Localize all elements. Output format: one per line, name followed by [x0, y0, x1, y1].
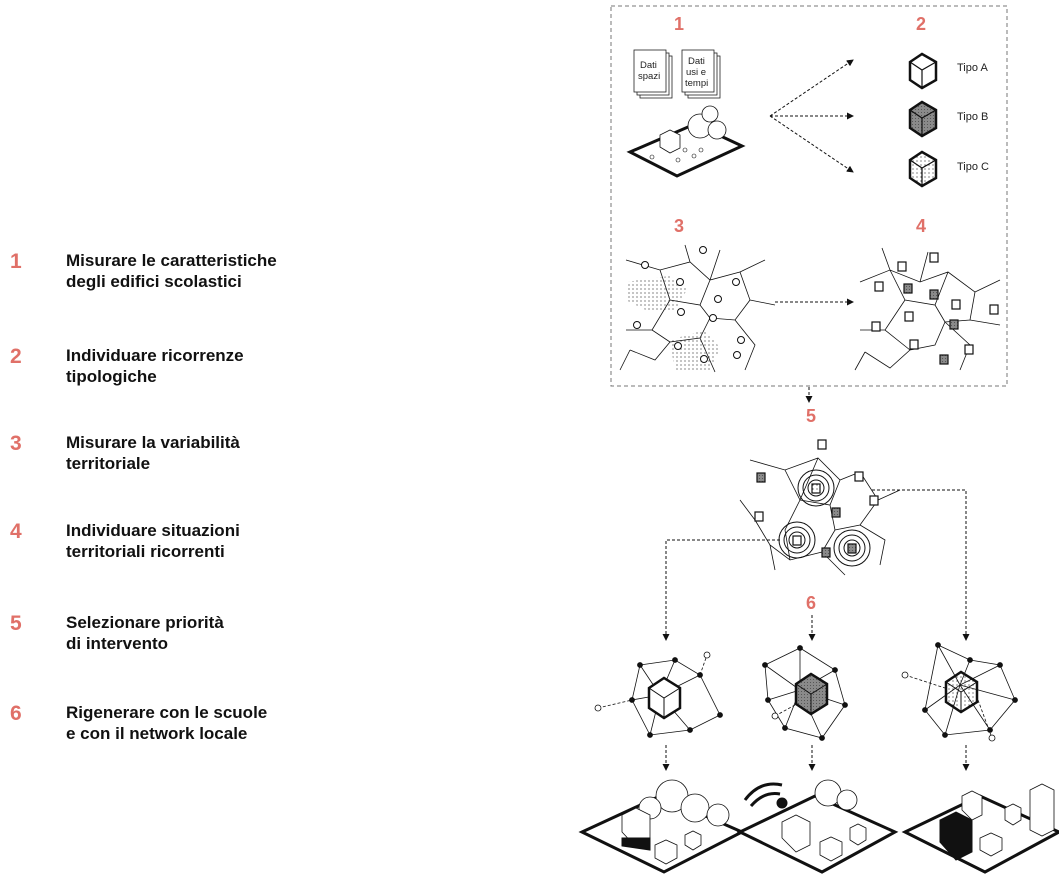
type-a-label: Tipo A	[957, 62, 988, 74]
type-c-icon	[908, 150, 938, 188]
regenerated-site-2	[736, 779, 899, 874]
doc-line: spazi	[638, 71, 660, 82]
school-site-illustration	[626, 105, 746, 178]
doc-line: usi e	[686, 67, 706, 78]
document-dati-spazi: Dati spazi	[633, 49, 673, 99]
doc-line: tempi	[685, 78, 708, 89]
step-line: Misurare le caratteristiche	[66, 251, 277, 270]
step-line: Individuare ricorrenze	[66, 346, 244, 365]
priority-connectors	[662, 489, 970, 641]
step-line: territoriale	[66, 454, 151, 473]
step-number: 2	[10, 345, 22, 368]
step-description: Misurare le caratteristiche degli edific…	[66, 250, 277, 292]
stages-frame	[610, 5, 1008, 387]
step-line: degli edifici scolastici	[66, 272, 242, 291]
regenerated-site-1	[578, 779, 746, 874]
type-c-label: Tipo C	[957, 161, 989, 173]
doc-line: Dati	[688, 56, 705, 67]
step-line: Misurare la variabilità	[66, 433, 240, 452]
type-b-label: Tipo B	[957, 111, 988, 123]
priority-map	[739, 439, 901, 576]
step-number: 6	[10, 702, 22, 725]
type-a-icon	[908, 52, 938, 90]
document-dati-usi-tempi: Dati usi e tempi	[681, 49, 721, 99]
network-3	[901, 642, 1018, 742]
process-diagram: 1 2 3 4 5 6 Dati spazi Dati usi e tempi	[578, 5, 1059, 874]
stage-number-5: 5	[806, 406, 816, 426]
step-line: di intervento	[66, 634, 169, 653]
step-number: 3	[10, 432, 22, 455]
steps-legend: 1 Misurare le caratteristiche degli edif…	[10, 250, 277, 744]
stage-number-4: 4	[916, 216, 926, 236]
step-line: e con il network locale	[66, 724, 248, 743]
doc-line: Dati	[640, 60, 657, 71]
step-description: Individuare situazioni territoriali rico…	[66, 520, 240, 562]
step-line: tipologiche	[66, 367, 157, 386]
step-description: Individuare ricorrenze tipologiche	[66, 345, 244, 387]
step-description: Rigenerare con le scuole e con il networ…	[66, 702, 267, 744]
territory-map-pins	[619, 244, 776, 373]
stage-number-6: 6	[806, 593, 816, 613]
stage-number-3: 3	[674, 216, 684, 236]
step-line: territoriali ricorrenti	[66, 542, 225, 561]
stage-number-2: 2	[916, 14, 926, 34]
step-description: Misurare la variabilità territoriale	[66, 432, 240, 474]
territory-map-types	[854, 247, 1001, 371]
step-number: 4	[10, 520, 22, 543]
type-b-icon	[908, 100, 938, 138]
step-description: Selezionare priorità di intervento	[66, 612, 224, 654]
step-line: Rigenerare con le scuole	[66, 703, 268, 722]
classification-arrows	[769, 59, 854, 173]
step-line: Selezionare priorità	[66, 613, 224, 632]
regenerated-site-3	[901, 783, 1059, 874]
stage-number-1: 1	[674, 14, 684, 34]
step-number: 5	[10, 612, 22, 635]
network-2	[762, 645, 848, 741]
network-1	[594, 651, 723, 738]
step-line: Individuare situazioni	[66, 521, 240, 540]
step-number: 1	[10, 250, 22, 273]
